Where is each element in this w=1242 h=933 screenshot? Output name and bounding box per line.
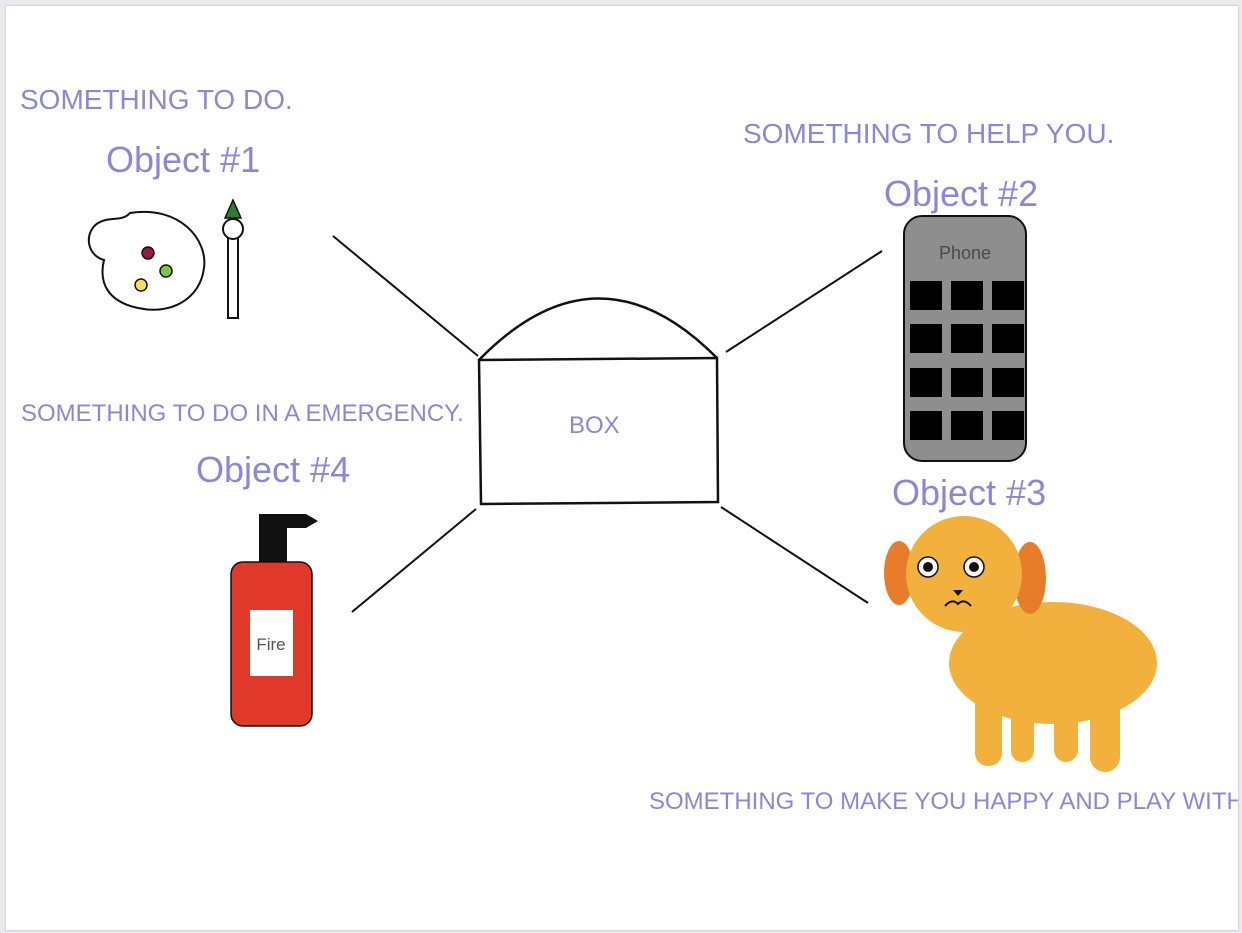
connector-object-4 <box>352 509 476 612</box>
caption-object-1: SOMETHING TO DO. <box>20 86 293 114</box>
connector-object-1 <box>333 236 478 356</box>
paintbrush-icon <box>223 200 243 318</box>
fire-extinguisher-icon: Fire <box>231 514 318 726</box>
label-object-3: Object #3 <box>892 475 1046 511</box>
connector-object-2 <box>726 251 882 352</box>
dog-icon <box>884 516 1157 772</box>
fire-label: Fire <box>256 635 285 654</box>
caption-object-4: SOMETHING TO DO IN A EMERGENCY. <box>21 402 464 426</box>
label-object-1: Object #1 <box>106 142 260 178</box>
caption-object-3: SOMETHING TO MAKE YOU HAPPY AND PLAY WIT… <box>649 790 1238 814</box>
connector-object-3 <box>721 507 868 603</box>
phone-icon: Phone <box>904 216 1026 461</box>
box-label: BOX <box>569 414 620 438</box>
label-object-4: Object #4 <box>196 452 350 488</box>
box-lid-arc <box>479 298 717 360</box>
palette-icon <box>89 212 205 310</box>
caption-object-2: SOMETHING TO HELP YOU. <box>743 120 1114 148</box>
phone-label: Phone <box>939 243 991 263</box>
box-shape <box>479 298 718 504</box>
label-object-2: Object #2 <box>884 176 1038 212</box>
